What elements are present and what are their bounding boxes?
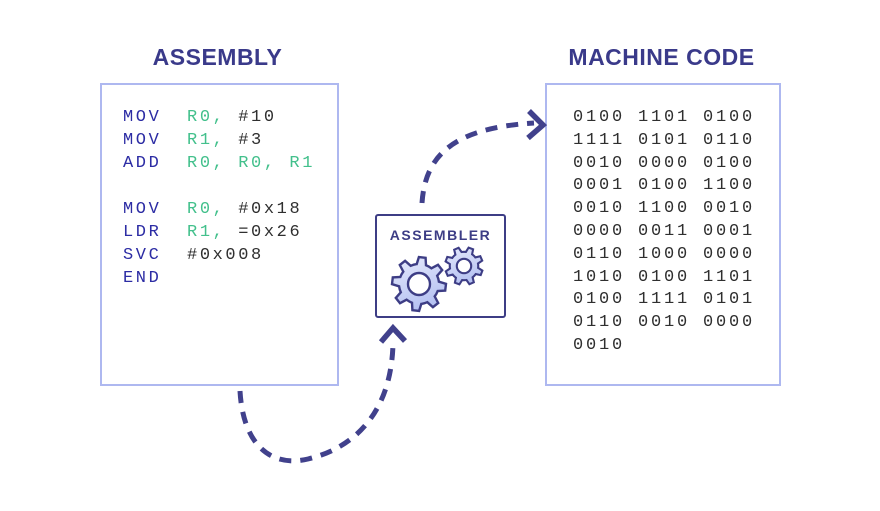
assembly-code-line: MOV R0, #0x18 <box>123 200 303 219</box>
machine-code-row: 0001 0100 1100 <box>573 176 756 196</box>
machine-code-row: 1111 0101 0110 <box>573 130 756 150</box>
machine-code-row: 0000 0011 0001 <box>573 221 756 241</box>
machine-code-row: 0110 1000 0000 <box>573 244 756 264</box>
assembler-box: ASSEMBLER <box>375 214 506 318</box>
machine-code-binary: 0100 1101 0100 1111 0101 0110 0010 0000 01… <box>573 107 755 358</box>
assembly-code-line: LDR R1, =0x26 <box>123 223 303 242</box>
assembly-code-line: END <box>123 269 162 288</box>
machine-code-row: 0010 <box>573 335 626 355</box>
assembler-label: ASSEMBLER <box>389 227 492 243</box>
assembly-code-line <box>123 175 315 198</box>
machine-code-row: 0100 1101 0100 <box>573 108 756 127</box>
machine-code-row: 0110 0010 0000 <box>573 313 756 333</box>
machine-code-title: MACHINE CODE <box>568 44 755 70</box>
machine-code-row: 0010 0000 0100 <box>573 153 756 173</box>
arrow-assembler-to-machine-code <box>419 120 535 204</box>
machine-code-panel: 0100 1101 0100 1111 0101 0110 0010 0000 01… <box>545 83 781 386</box>
machine-code-row: 1010 0100 1101 <box>573 267 756 287</box>
arrowhead-right-icon <box>526 109 548 141</box>
machine-code-row: 0010 1100 0010 <box>573 199 756 219</box>
assembly-title: ASSEMBLY <box>152 44 283 70</box>
assembly-code-line: ADD R0, R0, R1 <box>123 154 316 173</box>
arrowhead-up-icon <box>378 323 408 344</box>
assembly-code-line: SVC #0x008 <box>123 246 264 265</box>
machine-code-row: 0100 1111 0101 <box>573 290 756 310</box>
assembly-code-line: MOV R0, #10 <box>123 108 277 127</box>
assembly-code-line: MOV R1, #3 <box>123 131 264 150</box>
